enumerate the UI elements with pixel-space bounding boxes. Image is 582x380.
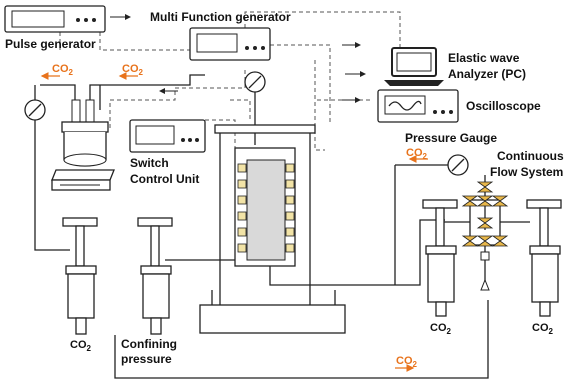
reactor-vessel: [51, 99, 115, 191]
transducers: [237, 163, 295, 253]
pressure-gauge-left: [24, 99, 46, 121]
continuous-flow-valves: [461, 181, 509, 247]
co2-label: CO2: [430, 322, 452, 336]
co2-flow-arrows: [40, 72, 428, 372]
label-analyzer-pc: Analyzer (PC): [448, 67, 526, 81]
syringe-pump-confining: [137, 217, 173, 335]
label-flow-system: Flow System: [490, 165, 563, 179]
co2-label-orange: CO2: [52, 63, 74, 77]
label-pressure-gauge: Pressure Gauge: [405, 131, 497, 145]
pressure-vessel-frame: [199, 124, 346, 334]
pulse-generator-device: [4, 5, 106, 33]
label-continuous: Continuous: [497, 149, 564, 163]
signal-lines: [59, 11, 401, 240]
label-elastic-wave: Elastic wave: [448, 51, 520, 65]
label-oscilloscope: Oscilloscope: [466, 99, 541, 113]
co2-label: CO2: [70, 339, 92, 353]
label-control-unit: Control Unit: [130, 172, 199, 186]
co2-label-orange: CO2: [396, 355, 418, 369]
pressure-gauge-right: [447, 154, 469, 176]
syringe-pump-right-1: [422, 199, 458, 317]
flow-arrows: [110, 14, 366, 103]
co2-label-orange: CO2: [406, 147, 428, 161]
label-pulse-generator: Pulse generator: [5, 37, 96, 51]
label-multi-function-generator: Multi Function generator: [150, 10, 291, 24]
co2-label: CO2: [532, 322, 554, 336]
label-confining: Confining: [121, 337, 177, 351]
pressure-gauge-top: [244, 71, 266, 93]
co2-label-orange: CO2: [122, 63, 144, 77]
multi-function-generator-device: [189, 27, 271, 61]
flow-connector: [480, 251, 490, 291]
label-switch: Switch: [130, 156, 169, 170]
laptop-icon: [384, 47, 444, 86]
syringe-pump-left-co2: [62, 217, 98, 335]
switch-control-unit-device: [129, 119, 206, 153]
oscilloscope-device: [377, 89, 459, 123]
syringe-pump-right-2: [526, 199, 562, 317]
label-pressure: pressure: [121, 352, 172, 366]
